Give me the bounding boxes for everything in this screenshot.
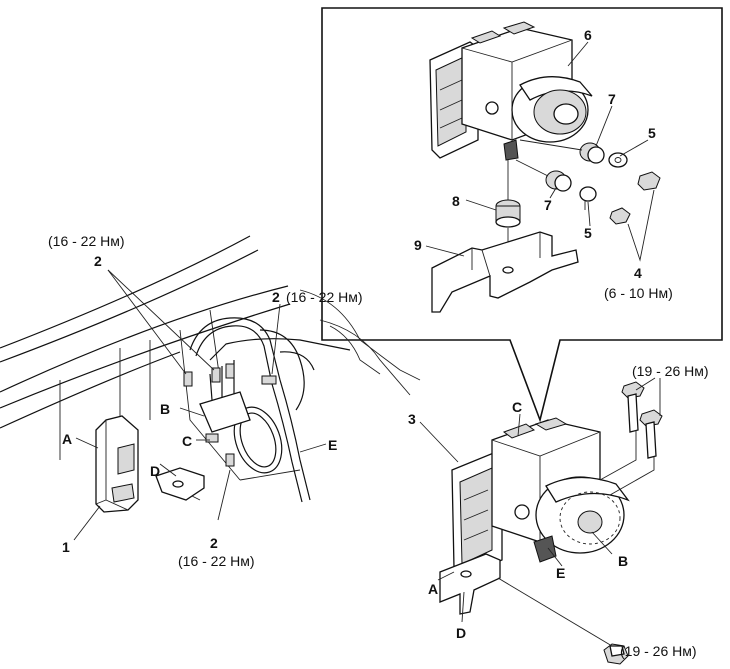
leader-lines-left	[73, 269, 327, 541]
callout-B-right: B	[618, 553, 628, 569]
callout-5a: 5	[648, 125, 656, 141]
torque-label-2-top: (16 - 22 Нм)	[48, 233, 125, 249]
torque-label-2-mid: (16 - 22 Нм)	[286, 289, 363, 305]
detail-collar-5b	[579, 186, 597, 210]
detail-isolator-8	[495, 199, 521, 262]
leader-4	[627, 189, 655, 262]
mounting-bolt-b	[639, 409, 663, 459]
detail-nut-4a	[637, 171, 661, 191]
callout-D-left: D	[150, 463, 160, 479]
callout-2-top: 2	[94, 253, 102, 269]
mounting-bolt-a	[621, 381, 645, 433]
abs-unit-assembly	[439, 417, 630, 615]
callout-1: 1	[62, 539, 70, 555]
detail-grommet-7b	[515, 159, 572, 192]
callout-E-left: E	[328, 437, 337, 453]
torque-label-nut: (19 - 26 Нм)	[620, 643, 697, 659]
torque-label-2-bottom: (16 - 22 Нм)	[178, 553, 255, 569]
torque-leader-bolts	[635, 377, 661, 416]
detail-nut-4b	[609, 207, 631, 225]
callout-2-bottom: 2	[210, 535, 218, 551]
callout-D-right: D	[456, 625, 466, 641]
bracket-D-left	[155, 467, 205, 501]
brake-line-fittings	[183, 363, 277, 467]
vehicle-body-panels	[0, 235, 421, 501]
component-1-module	[95, 415, 139, 513]
torque-label-bolts: (19 - 26 Нм)	[632, 363, 709, 379]
callout-C-right: C	[512, 399, 522, 415]
callout-C-left: C	[182, 433, 192, 449]
detail-bracket-9	[431, 231, 579, 313]
callout-3: 3	[408, 411, 416, 427]
labels: (16 - 22 Нм) 2 2 (16 - 22 Нм) 2 (16 - 22…	[48, 27, 709, 659]
bolt-leader-lines	[599, 430, 655, 496]
callout-8: 8	[452, 193, 460, 209]
brake-lines	[189, 317, 381, 503]
callout-4: 4	[634, 265, 642, 281]
callout-B-left: B	[160, 401, 170, 417]
callout-7a: 7	[608, 91, 616, 107]
callout-2-mid: 2	[272, 289, 280, 305]
callout-5b: 5	[584, 225, 592, 241]
callout-7b: 7	[544, 197, 552, 213]
detail-grommet-7a	[519, 139, 605, 164]
callout-A-right: A	[428, 581, 438, 597]
callout-E-right: E	[556, 565, 565, 581]
callout-6: 6	[584, 27, 592, 43]
detail-hydraulic-unit	[429, 21, 593, 200]
callout-A-left: A	[62, 431, 72, 447]
leader-lines-right	[419, 41, 649, 623]
detail-callout-frame	[321, 7, 723, 423]
torque-label-4: (6 - 10 Нм)	[604, 285, 673, 301]
nut-leader-line	[497, 577, 613, 647]
mounting-nut-bottom	[603, 643, 629, 665]
detail-collar-5a	[608, 152, 628, 168]
callout-9: 9	[414, 237, 422, 253]
